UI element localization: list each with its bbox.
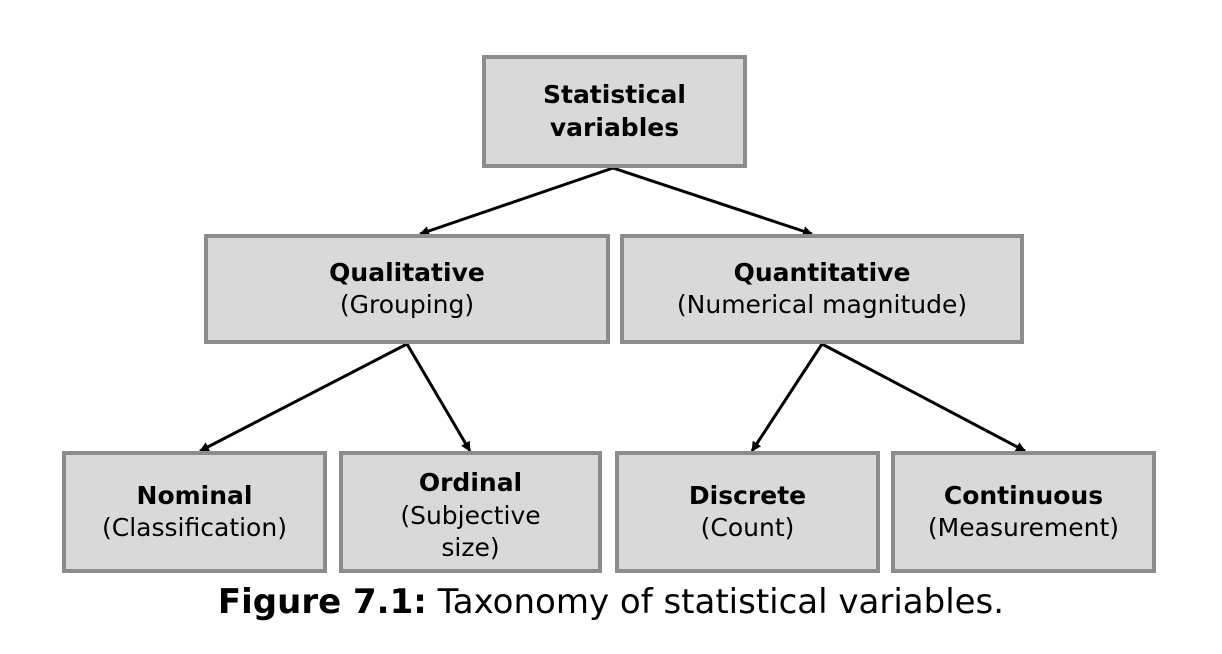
- node-nominal: Nominal (Classification): [62, 451, 327, 573]
- node-continuous: Continuous (Measurement): [891, 451, 1156, 573]
- edge-quantitative-to-discrete: [750, 343, 824, 452]
- node-title: Ordinal: [418, 468, 523, 497]
- caption-text: Taxonomy of statistical variables.: [426, 582, 1005, 622]
- node-title: Nominal: [136, 480, 253, 510]
- node-discrete: Discrete (Count): [615, 451, 880, 573]
- node-subtitle: (Measurement): [927, 513, 1120, 542]
- node-subtitle: (Grouping): [339, 290, 475, 319]
- node-subtitle: (Subjective size): [400, 500, 541, 563]
- figure-caption: Figure 7.1: Taxonomy of statistical vari…: [0, 580, 1222, 624]
- edge-root-to-quantitative: [612, 166, 813, 236]
- node-title: Discrete: [688, 480, 807, 510]
- node-quantitative: Quantitative (Numerical magnitude): [620, 234, 1024, 344]
- edge-qualitative-to-ordinal: [405, 343, 472, 452]
- edge-qualitative-to-nominal: [199, 342, 408, 453]
- node-title: Qualitative: [329, 257, 485, 287]
- node-subtitle: (Count): [700, 513, 795, 542]
- edge-root-to-qualitative: [419, 166, 614, 236]
- node-subtitle: (Numerical magnitude): [676, 290, 968, 319]
- node-title: Quantitative: [733, 257, 911, 287]
- node-subtitle: (Classification): [102, 513, 287, 542]
- node-title: Continuous: [943, 480, 1104, 510]
- node-statistical-variables: Statistical variables: [482, 55, 747, 168]
- node-ordinal: Ordinal (Subjective size): [339, 451, 602, 573]
- node-title: Statistical variables: [542, 80, 686, 142]
- node-qualitative: Qualitative (Grouping): [204, 234, 610, 344]
- caption-label: Figure 7.1:: [217, 582, 427, 622]
- edge-quantitative-to-continuous: [821, 342, 1026, 453]
